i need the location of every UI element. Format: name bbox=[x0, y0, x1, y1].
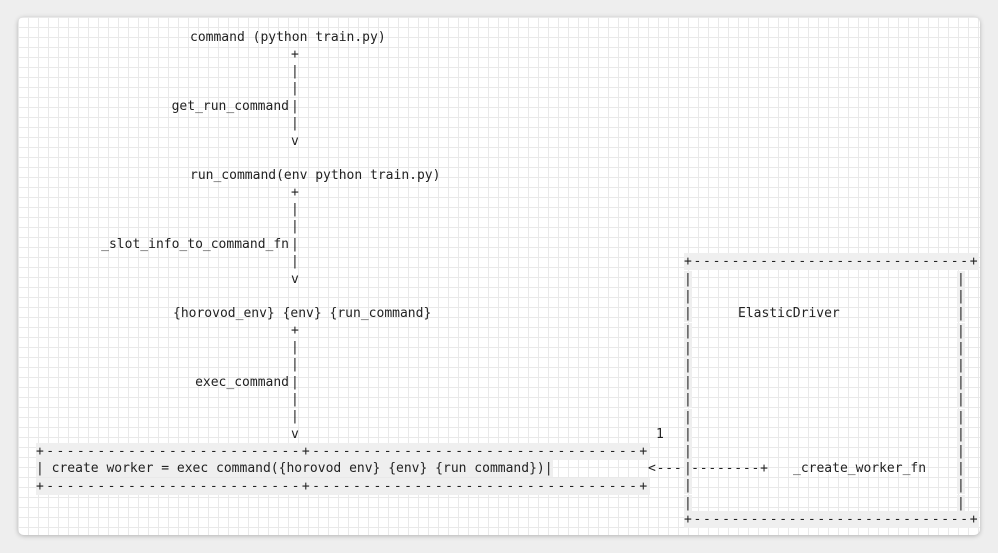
border-pipe: | bbox=[684, 443, 692, 460]
connector-plus: + bbox=[291, 47, 299, 62]
driver-box-bottom-border: +-----------------------------+ bbox=[684, 511, 980, 528]
exec-command-edge-label: exec_command bbox=[195, 375, 289, 390]
connector-pipe: | bbox=[291, 64, 299, 79]
connector-plus: + bbox=[291, 323, 299, 338]
border-pipe: | bbox=[684, 357, 692, 374]
connector-pipe: | bbox=[291, 237, 299, 252]
border-pipe: | bbox=[957, 477, 965, 495]
border-pipe: | bbox=[684, 322, 692, 340]
border-pipe: | bbox=[957, 443, 965, 460]
border-pipe: | bbox=[684, 339, 692, 357]
border-pipe: | bbox=[684, 477, 692, 495]
elastic-driver-node-label: ElasticDriver bbox=[738, 306, 840, 321]
border-pipe: | bbox=[684, 425, 692, 443]
border-pipe: | bbox=[957, 271, 965, 288]
connector-pipe: | bbox=[291, 409, 299, 424]
border-pipe: | bbox=[684, 460, 692, 478]
border-pipe: | bbox=[957, 425, 965, 443]
create-worker-fn-label: _create_worker_fn bbox=[793, 461, 927, 476]
border-pipe: | bbox=[684, 305, 692, 323]
border-pipe: | bbox=[957, 339, 965, 357]
border-pipe: | bbox=[957, 408, 965, 426]
arrow-down: v bbox=[291, 272, 299, 287]
connector-pipe: | bbox=[291, 254, 299, 269]
border-pipe: | bbox=[684, 494, 692, 512]
command-node-label: command (python train.py) bbox=[190, 30, 386, 45]
connector-pipe: | bbox=[291, 81, 299, 96]
border-pipe: | bbox=[684, 408, 692, 426]
border-pipe: | bbox=[957, 494, 965, 512]
run-command-node-label: run_command(env python train.py) bbox=[190, 168, 441, 183]
border-pipe: | bbox=[957, 357, 965, 374]
create-worker-node-label: | create worker = exec command({horovod … bbox=[36, 460, 553, 477]
horovod-env-node-label: {horovod_env} {env} {run_command} bbox=[173, 306, 432, 321]
connector-pipe: | bbox=[291, 357, 299, 372]
border-pipe: | bbox=[684, 288, 692, 306]
worker-box-top-border: +-------------------------+-------------… bbox=[36, 443, 650, 460]
connector-pipe: | bbox=[291, 340, 299, 355]
border-pipe: | bbox=[684, 391, 692, 409]
border-pipe: | bbox=[684, 374, 692, 392]
connector-pipe: | bbox=[291, 99, 299, 114]
border-pipe: | bbox=[684, 271, 692, 288]
arrow-down: v bbox=[291, 427, 299, 442]
connector-pipe: | bbox=[291, 392, 299, 407]
connector-plus: + bbox=[291, 185, 299, 200]
border-pipe: | bbox=[957, 374, 965, 392]
worker-box-bottom-border: +-------------------------+-------------… bbox=[36, 478, 650, 495]
border-pipe: | bbox=[957, 305, 965, 323]
connector-pipe: | bbox=[291, 375, 299, 390]
slot-info-to-command-fn-edge-label: _slot_info_to_command_fn bbox=[101, 237, 289, 252]
connector-pipe: | bbox=[291, 219, 299, 234]
border-pipe: | bbox=[957, 460, 965, 478]
connector-pipe: | bbox=[291, 202, 299, 217]
get-run-command-edge-label: get_run_command bbox=[171, 99, 289, 114]
border-pipe: | bbox=[957, 391, 965, 409]
arrow-left-connector: <------------+ bbox=[648, 461, 769, 476]
diagram-canvas: command (python train.py) + | | get_run_… bbox=[18, 17, 980, 535]
connector-pipe: | bbox=[291, 116, 299, 131]
driver-box-top-border: +-----------------------------+ bbox=[684, 253, 980, 270]
border-pipe: | bbox=[957, 288, 965, 306]
border-pipe: | bbox=[957, 322, 965, 340]
arrow-down: v bbox=[291, 134, 299, 149]
multiplicity-label: 1 bbox=[656, 427, 664, 442]
